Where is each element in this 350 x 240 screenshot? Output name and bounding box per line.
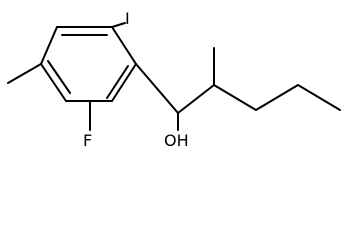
ring-bond-upper-right [111,26,137,65]
fluorine-label: F [83,131,92,150]
bond-ring-iodine [111,22,126,28]
ring-bond-lower-left [40,63,67,102]
ring-bond-lower-right-inner [106,65,129,99]
bond-ring-methyl [7,63,42,84]
bond-ring-carbinol [135,63,179,114]
ring-bond-upper-left [40,26,58,65]
bond-ch-ch2-a [213,84,257,111]
ring-bond-lower-right [111,63,137,102]
bond-ch2-ch3 [297,84,341,111]
bond-lines [7,22,341,131]
bond-ch2-ch2-b [255,84,299,111]
ring-bond-lower-left-inner [47,60,71,94]
chemical-structure-diagram: I F OH [7,9,341,150]
bond-carbinol-ch [177,84,215,114]
hydroxyl-label: OH [164,131,189,150]
iodine-label: I [125,9,130,28]
